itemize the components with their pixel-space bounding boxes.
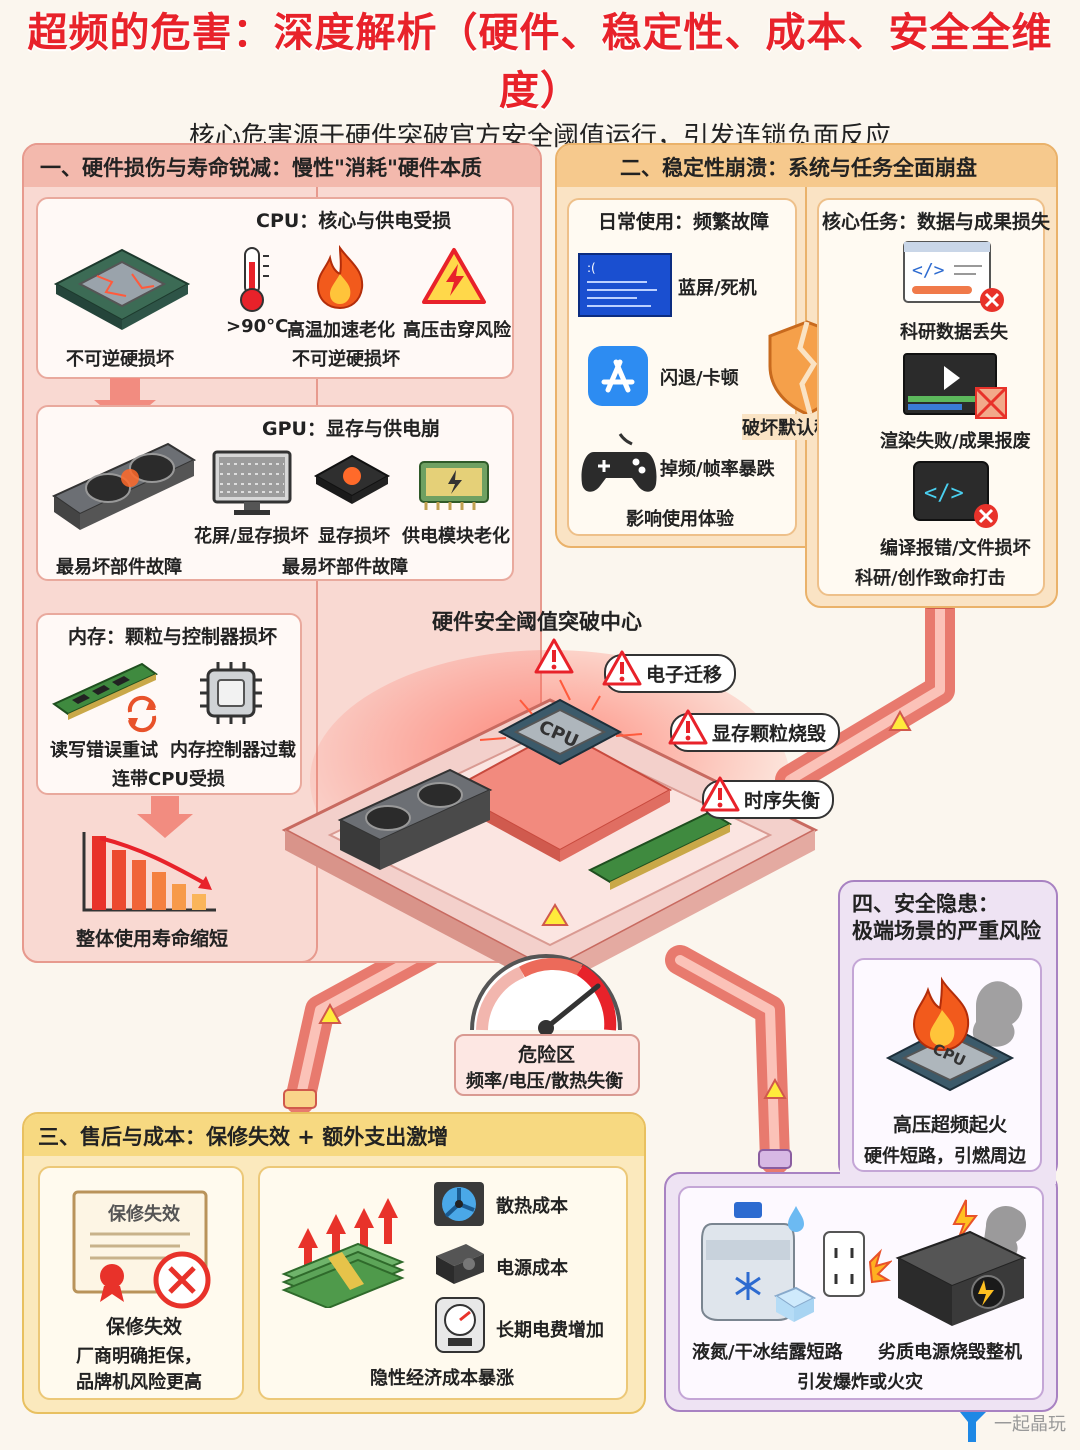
memory-box-footer: 连带CPU受损	[112, 769, 226, 790]
cpu-item-temp: >90°C	[226, 316, 289, 337]
power-supply-icon	[436, 1244, 484, 1284]
daily-item-crash: 闪退/卡顿	[660, 368, 739, 389]
daily-item-fps: 掉频/帧率暴跌	[660, 459, 775, 480]
center-title: 硬件安全阈值突破中心	[432, 610, 642, 634]
warning-icon-timing	[700, 776, 740, 812]
liquid-nitrogen-tank-icon	[701, 1202, 816, 1322]
extra-cost-footer: 隐性经济成本暴涨	[370, 1368, 514, 1389]
void-warranty-certificate-icon	[72, 1190, 211, 1309]
fire-icon	[316, 244, 364, 310]
thermometer-icon	[240, 247, 269, 312]
graphics-card-icon	[51, 442, 197, 530]
section1-header-bar	[24, 145, 540, 187]
watermark-text: 一起晶玩	[994, 1414, 1066, 1435]
gauge-label-box	[454, 1034, 640, 1096]
extreme-item-psu: 劣质电源烧毁整机	[878, 1342, 1022, 1363]
video-render-broken-icon	[903, 353, 1008, 420]
warning-icon-electromigration	[602, 650, 642, 686]
svg-text:</>: </>	[912, 260, 945, 281]
core-item-data-loss: 科研数据丢失	[900, 322, 1008, 343]
threshold-breach-platform	[281, 650, 819, 990]
lifespan-caption: 整体使用寿命缩短	[76, 928, 229, 950]
page-title: 超频的危害：深度解析（硬件、稳定性、成本、安全全维度）	[27, 10, 1053, 114]
section3-header: 三、售后与成本：保修失效 + 额外支出激增	[38, 1125, 449, 1149]
spark-outlet-icon	[823, 1231, 892, 1297]
gpu-box-title: GPU：显存与供电崩	[262, 418, 440, 440]
core-task-footer: 科研/创作致命打击	[855, 568, 1006, 589]
damaged-cpu-chip-icon	[53, 248, 191, 330]
gpu-item-glitch: 花屏/显存损坏	[194, 526, 309, 547]
watermark-icon	[960, 1412, 986, 1442]
cpu-chip-caption: 不可逆硬损坏	[66, 349, 174, 370]
section4-header-2: 极端场景的严重风险	[852, 919, 1041, 943]
ram-stick-icon	[52, 662, 158, 720]
down-arrow-icon-2	[137, 796, 193, 838]
memory-box-title: 内存：颗粒与控制器损坏	[68, 626, 278, 648]
cost-item-cooling: 散热成本	[496, 1196, 568, 1217]
svg-text:</>: </>	[924, 481, 964, 506]
watermark-logo	[958, 1408, 988, 1444]
section2-header: 二、稳定性崩溃：系统与任务全面崩盘	[620, 156, 977, 180]
cost-item-electricity: 长期电费增加	[496, 1320, 604, 1341]
callout-vram-burn: 显存颗粒烧毁	[670, 713, 841, 752]
gpu-box-footer: 最易坏部件故障	[282, 557, 408, 578]
daily-use-title: 日常使用：频繁故障	[598, 211, 770, 233]
section2-header-bar	[557, 145, 1056, 187]
section4-header-1: 四、安全隐患：	[852, 892, 999, 916]
gpu-item-power: 供电模块老化	[402, 526, 510, 547]
code-window-error-icon: </>	[903, 241, 1004, 312]
daily-item-bsod: 蓝屏/死机	[678, 278, 757, 299]
cpu-box-footer: 不可逆硬损坏	[292, 349, 400, 370]
warranty-desc-2: 品牌机风险更高	[76, 1372, 202, 1393]
glitch-monitor-icon	[212, 450, 292, 515]
cooling-fan-icon	[434, 1182, 484, 1226]
compile-error-icon: </>	[913, 461, 998, 528]
burnt-memory-chip-icon	[313, 454, 391, 504]
fire-desc: 硬件短路，引燃周边	[864, 1146, 1026, 1167]
warning-icon	[534, 638, 574, 674]
warranty-desc-1: 厂商明确拒保，	[76, 1346, 202, 1367]
high-voltage-warning-icon	[422, 248, 486, 304]
app-store-icon	[588, 346, 648, 406]
memory-item-retry: 读写错误重试	[50, 740, 158, 761]
extreme-item-condensation: 液氮/干冰结露短路	[692, 1342, 843, 1363]
gpu-card-caption: 最易坏部件故障	[56, 557, 182, 578]
extreme-risk-footer: 引发爆炸或火灾	[797, 1372, 923, 1393]
cpu-item-aging: 高温加速老化	[287, 320, 395, 341]
warning-icon-vram	[668, 709, 708, 745]
gauge-title: 危险区	[518, 1044, 576, 1066]
memory-item-controller: 内存控制器过载	[170, 740, 296, 761]
retry-arrows-icon	[127, 695, 157, 733]
fire-title: 高压超频起火	[893, 1114, 1008, 1136]
warranty-card-text: 保修失效	[108, 1204, 180, 1225]
electric-meter-icon	[435, 1297, 485, 1353]
section3-header-bar	[24, 1114, 644, 1156]
blue-screen-icon: :(	[578, 253, 672, 317]
daily-use-footer: 影响使用体验	[626, 509, 734, 530]
cpu-box-title: CPU：核心与供电受损	[256, 210, 452, 232]
warranty-title: 保修失效	[106, 1316, 183, 1338]
burning-psu-icon	[895, 1199, 1027, 1326]
declining-bar-chart-icon	[82, 832, 216, 912]
rising-money-icon	[281, 1198, 405, 1308]
gamepad-icon	[581, 433, 657, 492]
core-item-compile: 编译报错/文件损坏	[880, 538, 1031, 559]
cpu-item-voltage: 高压击穿风险	[403, 320, 511, 341]
burning-cpu-icon	[885, 976, 1023, 1092]
core-item-render-fail: 渲染失败/成果报废	[880, 431, 1031, 452]
gauge-subtitle: 频率/电压/散热失衡	[466, 1071, 624, 1092]
section1-header: 一、硬件损伤与寿命锐减：慢性"消耗"硬件本质	[40, 156, 482, 180]
svg-text::(: :(	[587, 261, 596, 275]
cost-item-psu: 电源成本	[496, 1258, 568, 1279]
down-arrow-icon	[94, 378, 156, 426]
memory-controller-chip-icon	[200, 662, 262, 724]
danger-gauge-icon	[470, 954, 622, 1036]
core-task-title: 核心任务：数据与成果损失	[822, 211, 1051, 233]
power-module-icon	[419, 461, 489, 510]
gpu-item-vram: 显存损坏	[318, 526, 390, 547]
